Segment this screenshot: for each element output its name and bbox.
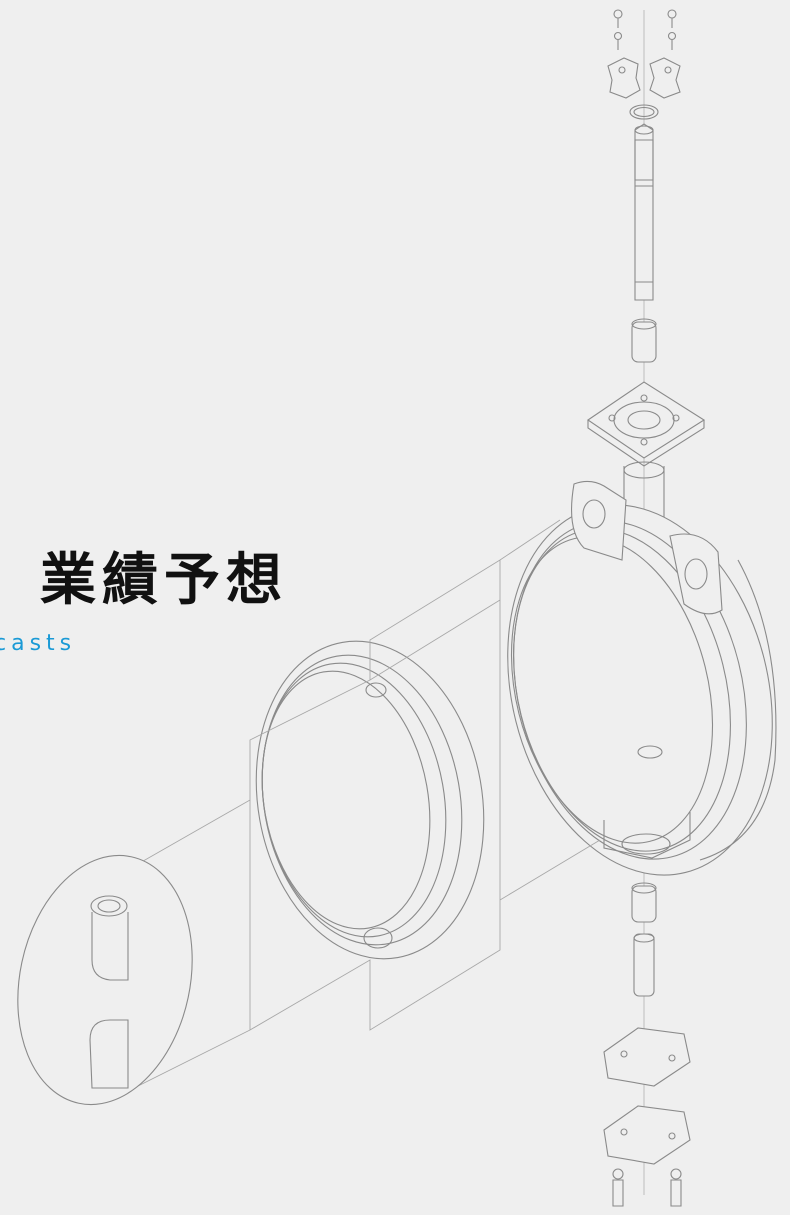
upper-bushing [632,319,656,362]
collar-plates [608,58,680,98]
valve-stem [635,124,653,300]
page-subtitle: casts [0,631,77,656]
seat-liner [232,623,508,977]
top-screws [614,10,676,50]
projection-lines [110,520,600,1100]
bottom-cover-plates [604,1028,690,1164]
top-mounting-flange [588,382,704,466]
valve-disc [0,839,214,1121]
valve-body [470,477,790,904]
o-ring [630,105,658,119]
bottom-bolts [613,1169,681,1206]
page-title: 業績予想 [40,548,288,613]
lower-bushings [632,883,656,996]
